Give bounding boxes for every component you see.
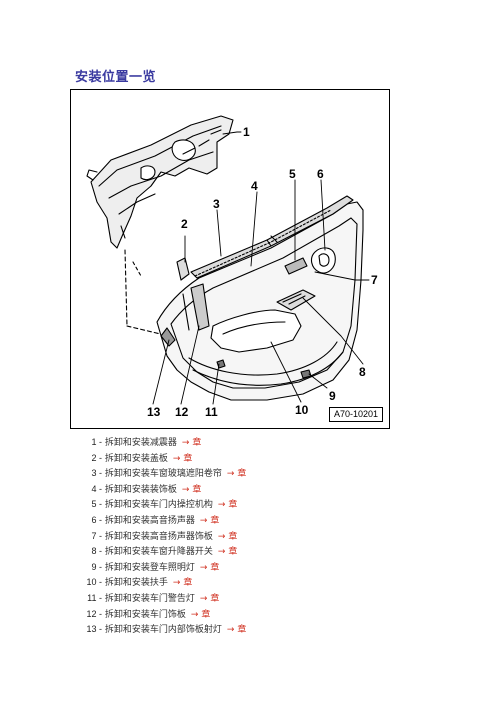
arrow-right-icon[interactable]: → xyxy=(199,515,208,526)
figure-id-label: A70-10201 xyxy=(328,407,383,422)
chapter-link[interactable]: 章 xyxy=(237,469,247,480)
arrow-right-icon[interactable]: → xyxy=(217,547,226,558)
legend-item: 5 - 拆卸和安装车门内操控机构→ 章 xyxy=(91,499,238,511)
damper-part xyxy=(86,115,234,249)
chapter-link[interactable]: 章 xyxy=(228,531,238,542)
legend-item: 1 - 拆卸和安装减震器→ 章 xyxy=(91,437,202,448)
arrow-right-icon[interactable]: → xyxy=(181,438,190,448)
legend-item: 10 - 拆卸和安装扶手→ 章 xyxy=(86,577,193,589)
chapter-link[interactable]: 章 xyxy=(210,562,220,573)
leader-lines xyxy=(152,131,370,405)
callout-2: 2 xyxy=(181,217,188,231)
page-title: 安装位置一览 xyxy=(75,70,157,85)
chapter-link[interactable]: 章 xyxy=(210,515,220,526)
arrow-right-icon[interactable]: → xyxy=(190,609,199,620)
parts-legend: 1 - 拆卸和安装减震器→ 章 2 - 拆卸和安装盖板→ 章 3 - 拆卸和安装… xyxy=(80,435,400,638)
callout-10: 10 xyxy=(295,403,309,417)
legend-item: 11 - 拆卸和安装车门警告灯→ 章 xyxy=(87,592,220,604)
door-illustration: 1 2 3 4 5 6 7 8 9 10 11 12 13 xyxy=(86,115,378,419)
arrow-right-icon[interactable]: → xyxy=(217,531,226,542)
arrow-right-icon[interactable]: → xyxy=(217,500,226,511)
arrow-right-icon[interactable]: → xyxy=(172,453,181,464)
chapter-link[interactable]: 章 xyxy=(192,438,202,448)
callout-4: 4 xyxy=(251,179,258,193)
arrow-right-icon[interactable]: → xyxy=(199,593,208,604)
callout-1: 1 xyxy=(243,125,250,139)
legend-item: 8 - 拆卸和安装车窗升降器开关→ 章 xyxy=(91,546,238,558)
legend-item: 3 - 拆卸和安装车窗玻璃遮阳卷帘→ 章 xyxy=(91,468,247,480)
chapter-link[interactable]: 章 xyxy=(228,500,238,511)
callout-13: 13 xyxy=(147,405,161,419)
legend-item: 6 - 拆卸和安装高音扬声器→ 章 xyxy=(91,514,220,526)
chapter-link[interactable]: 章 xyxy=(237,625,247,636)
legend-item: 9 - 拆卸和安装登车照明灯→ 章 xyxy=(91,561,220,573)
door-trim-panel xyxy=(156,195,364,401)
callout-9: 9 xyxy=(329,389,336,403)
arrow-right-icon[interactable]: → xyxy=(181,484,190,495)
chapter-link[interactable]: 章 xyxy=(183,453,193,464)
arrow-right-icon[interactable]: → xyxy=(172,578,181,589)
legend-item: 7 - 拆卸和安装高音扬声器饰板→ 章 xyxy=(91,530,238,542)
door-trim-diagram: 1 2 3 4 5 6 7 8 9 10 11 12 13 A70-10201 xyxy=(70,89,390,429)
chapter-link[interactable]: 章 xyxy=(228,547,238,558)
chapter-link[interactable]: 章 xyxy=(201,609,211,620)
arrow-right-icon[interactable]: → xyxy=(226,625,235,636)
chapter-link[interactable]: 章 xyxy=(192,484,202,495)
callout-11: 11 xyxy=(205,405,218,419)
chapter-link[interactable]: 章 xyxy=(210,593,220,604)
chapter-link[interactable]: 章 xyxy=(183,578,193,589)
callout-numbers: 1 2 3 4 5 6 7 8 9 10 11 12 13 xyxy=(147,125,378,419)
callout-5: 5 xyxy=(289,167,296,181)
callout-8: 8 xyxy=(359,365,366,379)
callout-3: 3 xyxy=(213,197,220,211)
legend-item: 12 - 拆卸和安装车门饰板→ 章 xyxy=(86,608,211,620)
callout-6: 6 xyxy=(317,167,324,181)
arrow-right-icon[interactable]: → xyxy=(199,562,208,573)
legend-item: 13 - 拆卸和安装车门内部饰板射灯→ 章 xyxy=(86,624,247,636)
arrow-right-icon[interactable]: → xyxy=(226,469,235,480)
legend-item: 4 - 拆卸和安装装饰板→ 章 xyxy=(91,483,202,495)
legend-item: 2 - 拆卸和安装盖板→ 章 xyxy=(91,452,193,464)
callout-7: 7 xyxy=(371,273,378,287)
callout-12: 12 xyxy=(175,405,189,419)
